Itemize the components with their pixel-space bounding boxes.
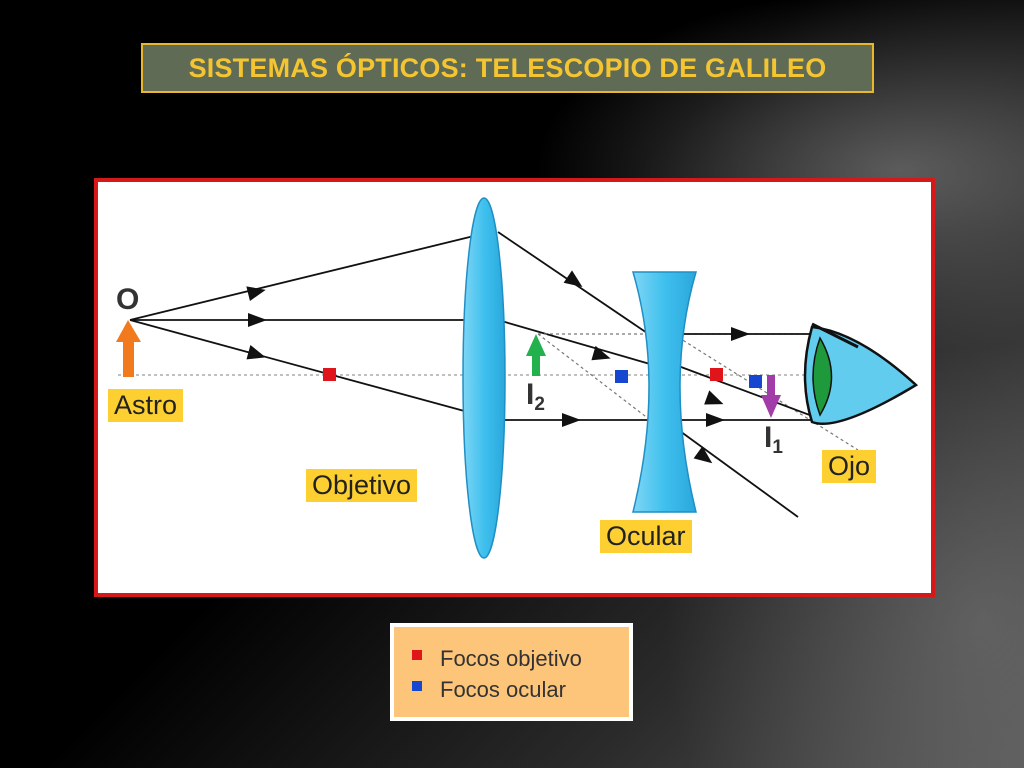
image2-arrow-shaft xyxy=(532,354,540,376)
legend-item-focos-ocular: Focos ocular xyxy=(412,674,629,705)
eye-iris xyxy=(812,336,833,417)
image1-symbol: I1 xyxy=(764,421,783,459)
ocular-label: Ocular xyxy=(600,520,692,553)
ray-diagram-svg xyxy=(116,197,919,559)
focus-ocular-marker xyxy=(615,370,628,383)
object-arrow-shaft xyxy=(123,337,134,377)
ray-bottom-incoming xyxy=(129,319,469,413)
image2-arrow-head xyxy=(526,334,546,356)
image1-arrow-head xyxy=(761,395,781,418)
ray-mid-refracted xyxy=(497,319,651,365)
ray-arrowhead xyxy=(562,413,581,427)
legend: Focos objetivo Focos ocular xyxy=(390,623,633,721)
ray-construction-diagonal xyxy=(537,333,659,427)
legend-label: Focos ocular xyxy=(440,676,566,702)
objective-lens xyxy=(462,197,506,559)
ray-arrowhead xyxy=(246,344,266,360)
focus-objective-marker xyxy=(323,368,336,381)
focus-ocular-marker xyxy=(749,375,762,388)
ray-arrowhead xyxy=(591,345,611,361)
slide-title-box: SISTEMAS ÓPTICOS: TELESCOPIO DE GALILEO xyxy=(141,43,874,93)
legend-item-focos-objetivo: Focos objetivo xyxy=(412,643,629,674)
image1-arrow-shaft xyxy=(767,375,775,397)
ocular-lens xyxy=(632,271,697,513)
eye-icon xyxy=(803,325,919,425)
ray-arrowhead xyxy=(563,270,583,288)
ray-arrowhead xyxy=(246,286,266,301)
legend-swatch-blue xyxy=(412,680,422,691)
ray-arrowhead xyxy=(248,313,267,327)
ojo-label: Ojo xyxy=(822,450,877,483)
image2-symbol: I2 xyxy=(526,378,545,416)
object-arrow-head xyxy=(116,320,141,342)
ray-arrowhead xyxy=(706,413,725,427)
legend-label: Focos objetivo xyxy=(440,645,582,671)
ray-lower-exit xyxy=(672,425,799,518)
ray-arrowhead xyxy=(731,327,750,341)
focus-objective-marker xyxy=(710,368,723,381)
ray-arrowhead xyxy=(693,446,713,464)
telescope-diagram: O Astro Objetivo Ocular Ojo I2 I1 xyxy=(94,178,935,597)
ray-mid-exit xyxy=(672,363,824,421)
object-symbol: O xyxy=(116,283,140,316)
slide-title: SISTEMAS ÓPTICOS: TELESCOPIO DE GALILEO xyxy=(188,52,827,83)
ray-construction-virtual xyxy=(672,333,859,451)
ray-top-incoming xyxy=(129,234,479,321)
eyelid-top xyxy=(811,322,859,349)
objetivo-label: Objetivo xyxy=(306,469,418,502)
ray-arrowhead xyxy=(704,390,724,405)
astro-label: Astro xyxy=(108,389,184,422)
legend-swatch-red xyxy=(412,649,422,660)
